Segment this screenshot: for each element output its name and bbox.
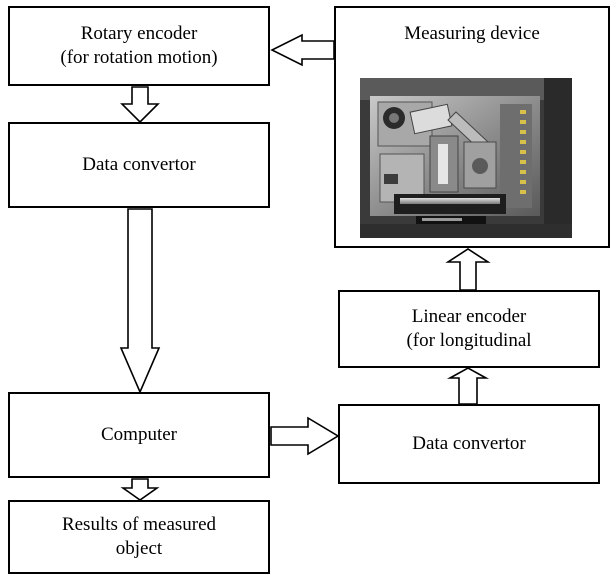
linear-encoder-sublabel: (for longitudinal (406, 330, 532, 351)
linear-encoder-box: Linear encoder (for longitudinal (338, 290, 600, 368)
arrow-computer-to-converter (270, 416, 340, 456)
arrow-computer-to-results (120, 478, 160, 501)
data-convertor-top-box: Data convertor (8, 122, 270, 208)
data-convertor-top-label: Data convertor (82, 154, 196, 175)
arrow-rotary-to-converter (120, 86, 160, 124)
measuring-device-photo (360, 78, 572, 238)
rotary-encoder-sublabel: (for rotation motion) (60, 47, 218, 68)
linear-encoder-label: Linear encoder (411, 306, 527, 327)
arrow-converter-to-computer (119, 208, 161, 395)
rotary-encoder-box: Rotary encoder (for rotation motion) (8, 6, 270, 86)
data-convertor-right-box: Data convertor (338, 404, 600, 484)
arrow-linear-to-measuring (445, 248, 491, 291)
results-label: Results of measured (61, 514, 217, 535)
rotary-encoder-label: Rotary encoder (80, 23, 198, 44)
computer-box: Computer (8, 392, 270, 478)
arrow-converter-to-linear (446, 367, 490, 405)
data-convertor-right-label: Data convertor (412, 433, 526, 454)
computer-label: Computer (101, 424, 177, 445)
arrow-measuring-to-rotary (270, 33, 335, 67)
results-box: Results of measured object (8, 500, 270, 574)
measuring-device-label: Measuring device (404, 23, 540, 44)
results-sublabel: object (115, 538, 163, 559)
